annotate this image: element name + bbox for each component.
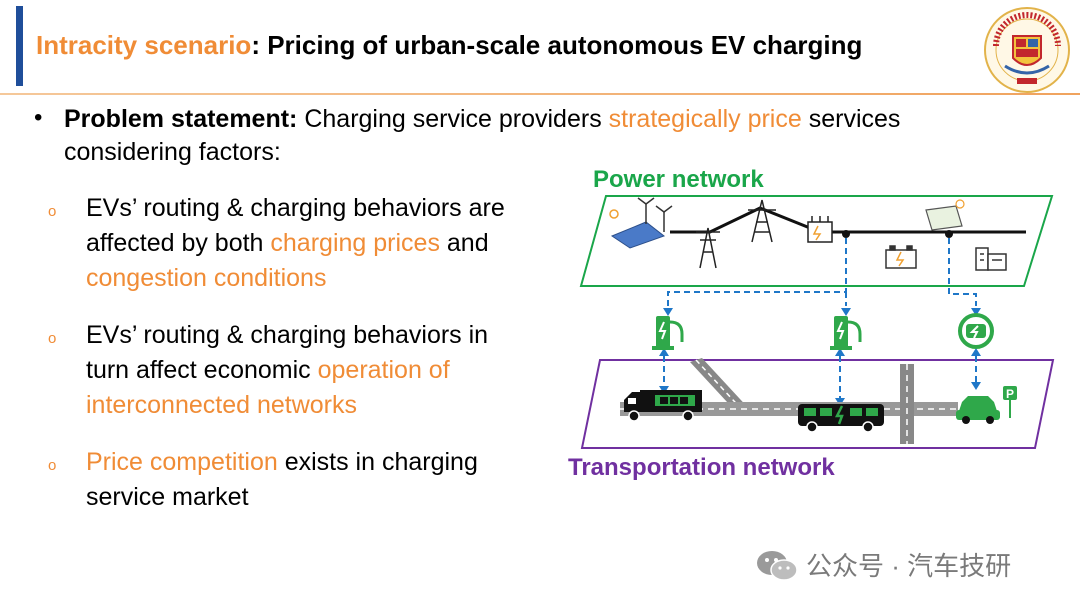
renewable-generation-icon xyxy=(609,197,673,249)
svg-text:P: P xyxy=(1006,387,1014,401)
point-3-line-2: service market xyxy=(86,483,249,511)
power-network-label: Power network xyxy=(593,166,764,193)
university-logo xyxy=(984,7,1070,93)
coupling-links xyxy=(663,238,977,400)
ev-plug-icon xyxy=(958,313,994,349)
transportation-network-label: Transportation network xyxy=(568,454,835,481)
point-2-line-3: interconnected networks xyxy=(86,391,357,419)
point-3-text: exists in charging xyxy=(277,448,478,476)
problem-line-2: considering factors: xyxy=(64,138,281,166)
main-bullet: • xyxy=(34,104,43,131)
point-1-line-2: affected by both charging prices and xyxy=(86,226,489,260)
bus-node xyxy=(945,230,953,238)
charging-station-icon xyxy=(652,316,684,350)
sub-bullet-2: o xyxy=(48,330,57,347)
point-2-line-1: EVs’ routing & charging behaviors in xyxy=(86,321,489,349)
electric-bus-icon xyxy=(798,404,884,433)
title-highlight: Intracity scenario xyxy=(36,30,252,60)
wechat-icon xyxy=(757,551,798,581)
slide-title: Intracity scenario: Pricing of urban-sca… xyxy=(36,30,862,61)
battery-storage-icon xyxy=(885,245,917,269)
solar-panel-icon xyxy=(925,199,965,231)
point-1-text: affected by both xyxy=(86,229,271,257)
point-1-line-1: EVs’ routing & charging behaviors are xyxy=(86,194,505,222)
network-diagram: P xyxy=(579,195,1055,449)
transmission-tower-icon xyxy=(696,227,720,269)
charging-station-icon xyxy=(830,316,862,350)
point-1-line-3: congestion conditions xyxy=(86,264,327,292)
electric-car-parking-icon: P xyxy=(956,386,1017,424)
title-rule xyxy=(0,93,1080,95)
link-arrowheads xyxy=(659,308,981,406)
problem-highlight: strategically price xyxy=(608,105,802,133)
electric-truck-icon xyxy=(624,390,702,422)
transmission-tower-icon xyxy=(748,199,776,243)
building-load-icon xyxy=(975,247,1007,271)
point-1-text-end: and xyxy=(439,229,489,257)
bus-node xyxy=(842,230,850,238)
point-2-highlight: operation of xyxy=(317,356,450,384)
problem-line-1: Problem statement: Charging service prov… xyxy=(64,102,900,136)
title-rest: : Pricing of urban-scale autonomous EV c… xyxy=(251,30,863,60)
point-2-text: turn affect economic xyxy=(86,356,318,384)
transformer-icon xyxy=(807,216,833,243)
problem-text: Charging service providers xyxy=(297,105,609,133)
point-1-highlight: charging prices xyxy=(270,229,440,257)
watermark-text: 公众号 · 汽车技研 xyxy=(806,551,1012,581)
point-3-highlight: Price competition xyxy=(86,448,278,476)
problem-label: Problem statement: xyxy=(64,105,298,133)
problem-text-end: services xyxy=(801,105,901,133)
point-2-line-2: turn affect economic operation of xyxy=(86,353,450,387)
sub-bullet-3: o xyxy=(48,457,57,474)
title-accent-bar xyxy=(16,6,23,86)
point-3-line-1: Price competition exists in charging xyxy=(86,445,478,479)
sub-bullet-1: o xyxy=(48,203,57,220)
